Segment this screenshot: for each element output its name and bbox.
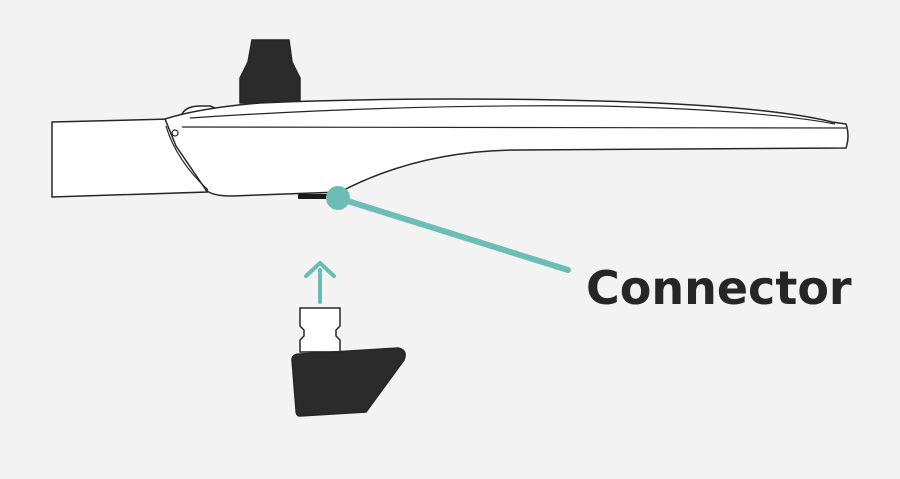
mounting-arm (51, 118, 209, 198)
connector-label: Connector (586, 261, 852, 315)
connector-callout-dot (326, 186, 350, 210)
connector-callout-line (335, 195, 571, 273)
housing-contour-lower (181, 126, 847, 129)
housing-front-edge (165, 125, 209, 191)
arrow-up-icon (304, 261, 336, 304)
mounting-pole (239, 39, 301, 104)
housing-contour-upper (189, 105, 836, 125)
module-body (291, 347, 406, 417)
plug-head (299, 307, 341, 353)
sensor-module (291, 307, 406, 417)
luminaire-housing (163, 98, 849, 197)
housing-screw-hole (171, 129, 179, 137)
